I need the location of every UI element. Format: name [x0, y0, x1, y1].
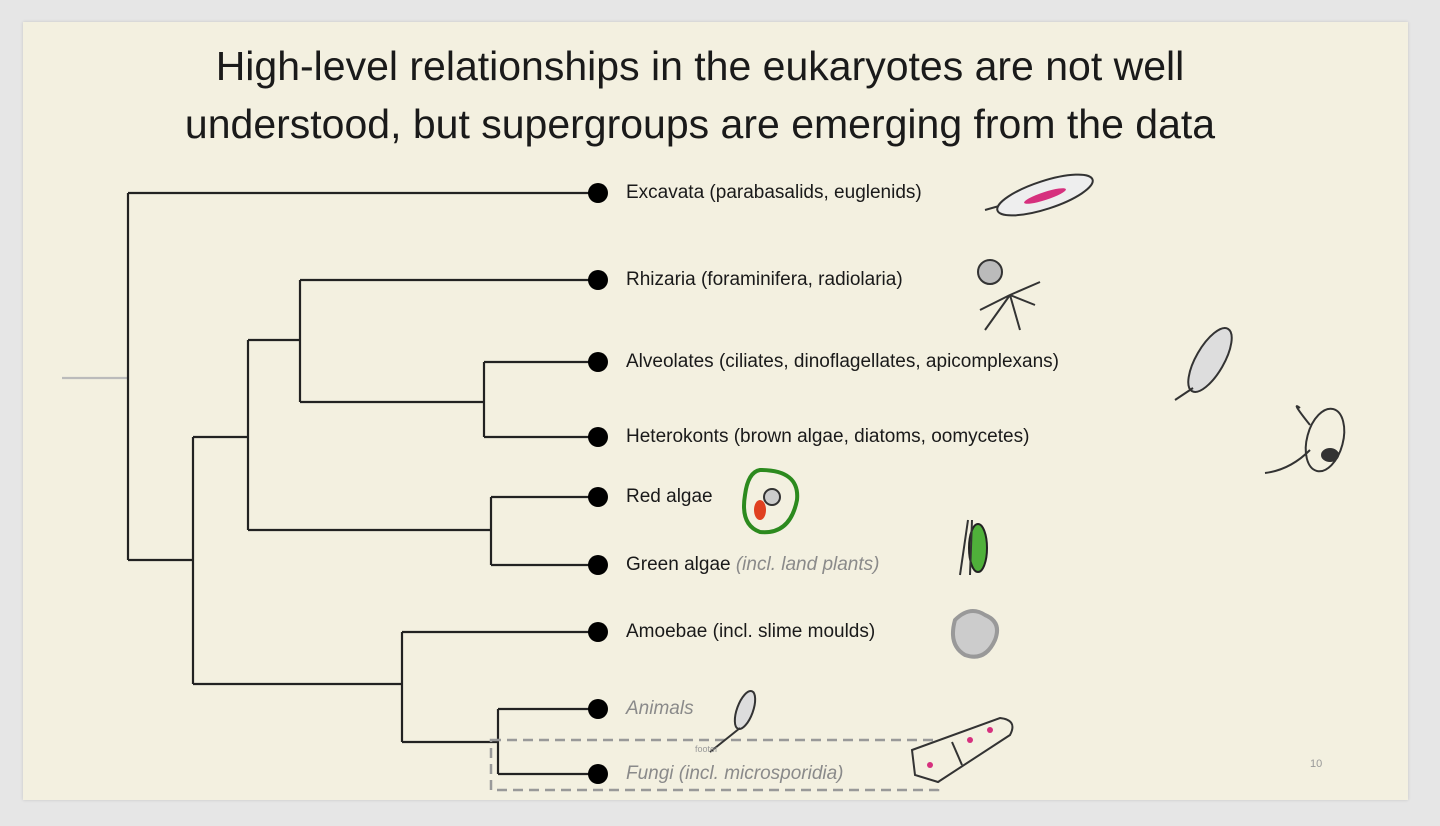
- taxon-label-excavata: Excavata (parabasalids, euglenids): [626, 182, 922, 203]
- slide: [23, 22, 1408, 800]
- taxon-note: (incl. land plants): [735, 554, 880, 575]
- tip-dot: [588, 555, 608, 575]
- red-algae-illustration: [742, 467, 800, 535]
- green-algae-illustration: [959, 519, 988, 576]
- fungi-hyphae-illustration: [910, 716, 1014, 784]
- page-number: 10: [1310, 758, 1323, 770]
- tip-dot: [588, 487, 608, 507]
- tip-dot: [588, 270, 608, 290]
- taxon-label-rhizaria: Rhizaria (foraminifera, radiolaria): [626, 269, 903, 290]
- amoeba-illustration: [951, 609, 999, 659]
- tip-dot: [588, 427, 608, 447]
- branch: [193, 340, 250, 530]
- branch: [248, 280, 302, 402]
- taxon-label-alveolates: Alveolates (ciliates, dinoflagellates, a…: [626, 351, 1060, 372]
- branch: [128, 437, 195, 684]
- animal-sperm-illustration: [709, 690, 757, 753]
- taxon-label-heterokonts: Heterokonts (brown algae, diatoms, oomyc…: [626, 426, 1030, 447]
- organism-illustrations: [709, 173, 1346, 784]
- tip-dot: [588, 622, 608, 642]
- branch-amoebae: [193, 630, 598, 742]
- tip-dot: [588, 183, 608, 203]
- tip-dot: [588, 764, 608, 784]
- taxon-label-animals: Animals: [626, 698, 694, 719]
- taxon-label-amoebae: Amoebae (incl. slime moulds): [626, 621, 876, 642]
- taxon-name: Green algae: [626, 554, 731, 575]
- slide-title-line-2: understood, but supergroups are emerging…: [184, 101, 1216, 147]
- taxon-label-red-algae: Red algae: [626, 486, 713, 507]
- branch-alveolates-heterokonts: [300, 360, 598, 439]
- tip-dot: [588, 699, 608, 719]
- tree-branches: [62, 191, 598, 776]
- slide-title-line-1: High-level relationships in the eukaryot…: [215, 43, 1185, 89]
- branch-algae: [248, 495, 598, 567]
- rhizaria-illustration: [977, 259, 1041, 331]
- taxon-label-green-algae: Green algae (incl. land plants): [626, 554, 879, 576]
- alveolate-illustration: [1174, 327, 1233, 401]
- taxon-label-fungi: Fungi (incl. microsporidia): [626, 763, 844, 784]
- branch-opisthokonts: [402, 707, 598, 776]
- footer-placeholder: footer: [695, 744, 719, 754]
- tip-dot: [588, 352, 608, 372]
- heterokont-illustration: [1264, 405, 1346, 474]
- tip-dots: [588, 183, 608, 784]
- excavata-illustration: [984, 173, 1094, 217]
